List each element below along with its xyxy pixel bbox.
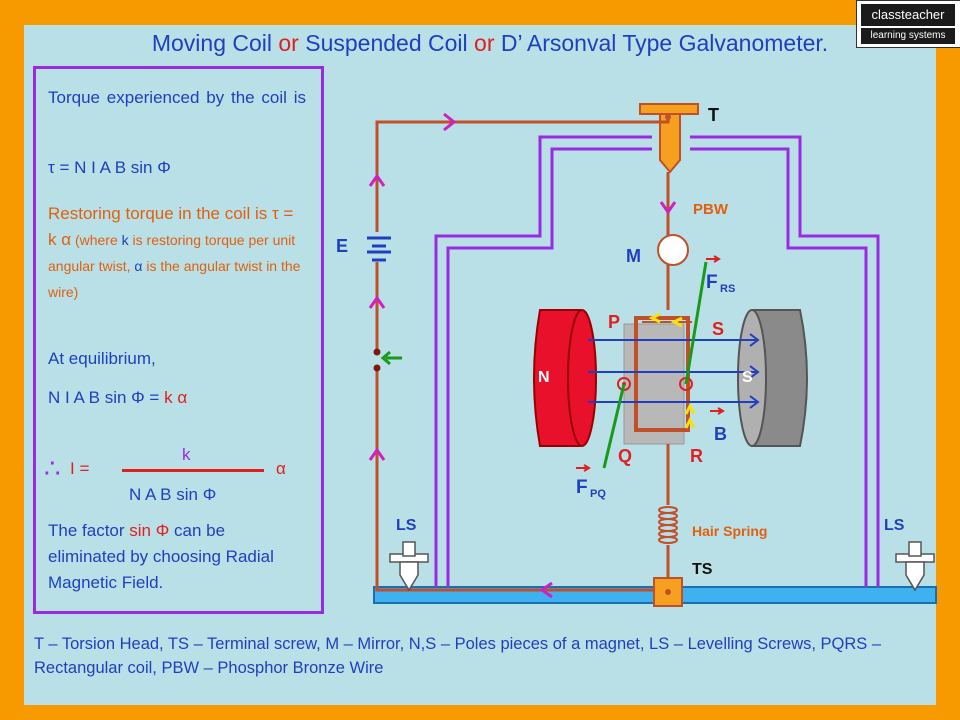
label-f-pq-sub: PQ xyxy=(590,488,606,500)
current-arrow-4 xyxy=(684,416,696,429)
field-vector-head xyxy=(717,407,725,415)
label-hair-spring: Hair Spring xyxy=(692,523,767,539)
label-pbw: PBW xyxy=(693,201,729,218)
switch-key-arrow xyxy=(380,350,391,366)
current-arrow-1 xyxy=(648,312,661,324)
force-pq-vector-head xyxy=(583,464,591,472)
frame-left-inner xyxy=(446,147,652,587)
label-torsion-head: T xyxy=(708,105,719,125)
south-pole-piece xyxy=(751,309,808,447)
factor-note: The factor sin Φ can be eliminated by ch… xyxy=(48,521,274,592)
soft-iron-core xyxy=(623,323,685,445)
current-arrow-2 xyxy=(670,316,683,328)
frame-left-outer xyxy=(434,135,652,587)
force-rs-arrow xyxy=(684,261,708,385)
field-arrow-1 xyxy=(749,333,760,347)
torsion-head-stem xyxy=(659,113,681,174)
switch-terminal-bottom xyxy=(373,364,381,372)
logo-subtext: learning systems xyxy=(861,28,955,44)
label-f-rs: F xyxy=(706,272,718,293)
label-north-pole: N xyxy=(538,369,550,386)
fraction-numerator: k xyxy=(182,445,191,464)
label-south-pole: S xyxy=(742,369,753,386)
fraction-denominator: N A B sin Φ xyxy=(129,485,217,504)
mirror xyxy=(657,234,689,266)
frame-right-outer xyxy=(690,135,880,587)
fraction-bar xyxy=(122,469,264,472)
force-pq-arrow xyxy=(602,383,626,469)
current-symbol: I = xyxy=(70,459,90,478)
label-f-pq: F xyxy=(576,477,588,498)
torque-intro: Torque experienced by the coil is xyxy=(48,88,306,107)
current-direction-arrows xyxy=(368,112,677,599)
torsion-head xyxy=(639,103,699,115)
label-ls-left: LS xyxy=(396,517,417,534)
field-arrow-3 xyxy=(749,395,760,409)
label-coil-p: P xyxy=(608,312,620,332)
south-pole-face xyxy=(737,309,767,447)
terminal-screw-dot xyxy=(665,589,671,595)
frame-right-inner xyxy=(690,147,868,587)
label-mirror: M xyxy=(626,246,641,266)
force-rs-vector-head xyxy=(713,255,721,263)
legend-footer: T – Torsion Head, TS – Terminal screw, M… xyxy=(34,635,882,677)
label-field-b: B xyxy=(714,424,727,444)
label-battery: E xyxy=(336,236,348,256)
equilibrium-equation: N I A B sin Φ = k α xyxy=(48,388,188,407)
therefore-symbol: ∴ xyxy=(44,453,61,483)
switch-terminal-top xyxy=(373,348,381,356)
restoring-torque-text: Restoring torque in the coil is τ = k α … xyxy=(48,204,301,300)
field-arrow-2 xyxy=(749,365,760,379)
label-coil-s: S xyxy=(712,319,724,339)
label-ls-right: LS xyxy=(884,517,905,534)
levelling-screw-left xyxy=(389,541,429,592)
label-coil-r: R xyxy=(690,446,703,466)
label-coil-q: Q xyxy=(618,446,632,466)
north-pole-face xyxy=(567,309,597,447)
current-arrow-3 xyxy=(684,402,696,415)
equilibrium-label: At equilibrium, xyxy=(48,349,156,368)
label-terminal-screw: TS xyxy=(692,561,713,578)
slide-title: Moving Coil or Suspended Coil or D’ Arso… xyxy=(151,30,829,56)
torque-equation: τ = N I A B sin Φ xyxy=(48,158,171,177)
fraction-alpha: α xyxy=(276,459,286,478)
logo-text: classteacher xyxy=(861,4,955,26)
levelling-screw-right xyxy=(895,541,935,592)
circuit-wire xyxy=(375,117,670,592)
label-f-rs-sub: RS xyxy=(720,283,735,295)
explanation-box: Torque experienced by the coil is τ = N … xyxy=(33,66,324,614)
classteacher-logo: classteacher learning systems xyxy=(856,0,960,48)
hair-spring xyxy=(658,506,678,544)
